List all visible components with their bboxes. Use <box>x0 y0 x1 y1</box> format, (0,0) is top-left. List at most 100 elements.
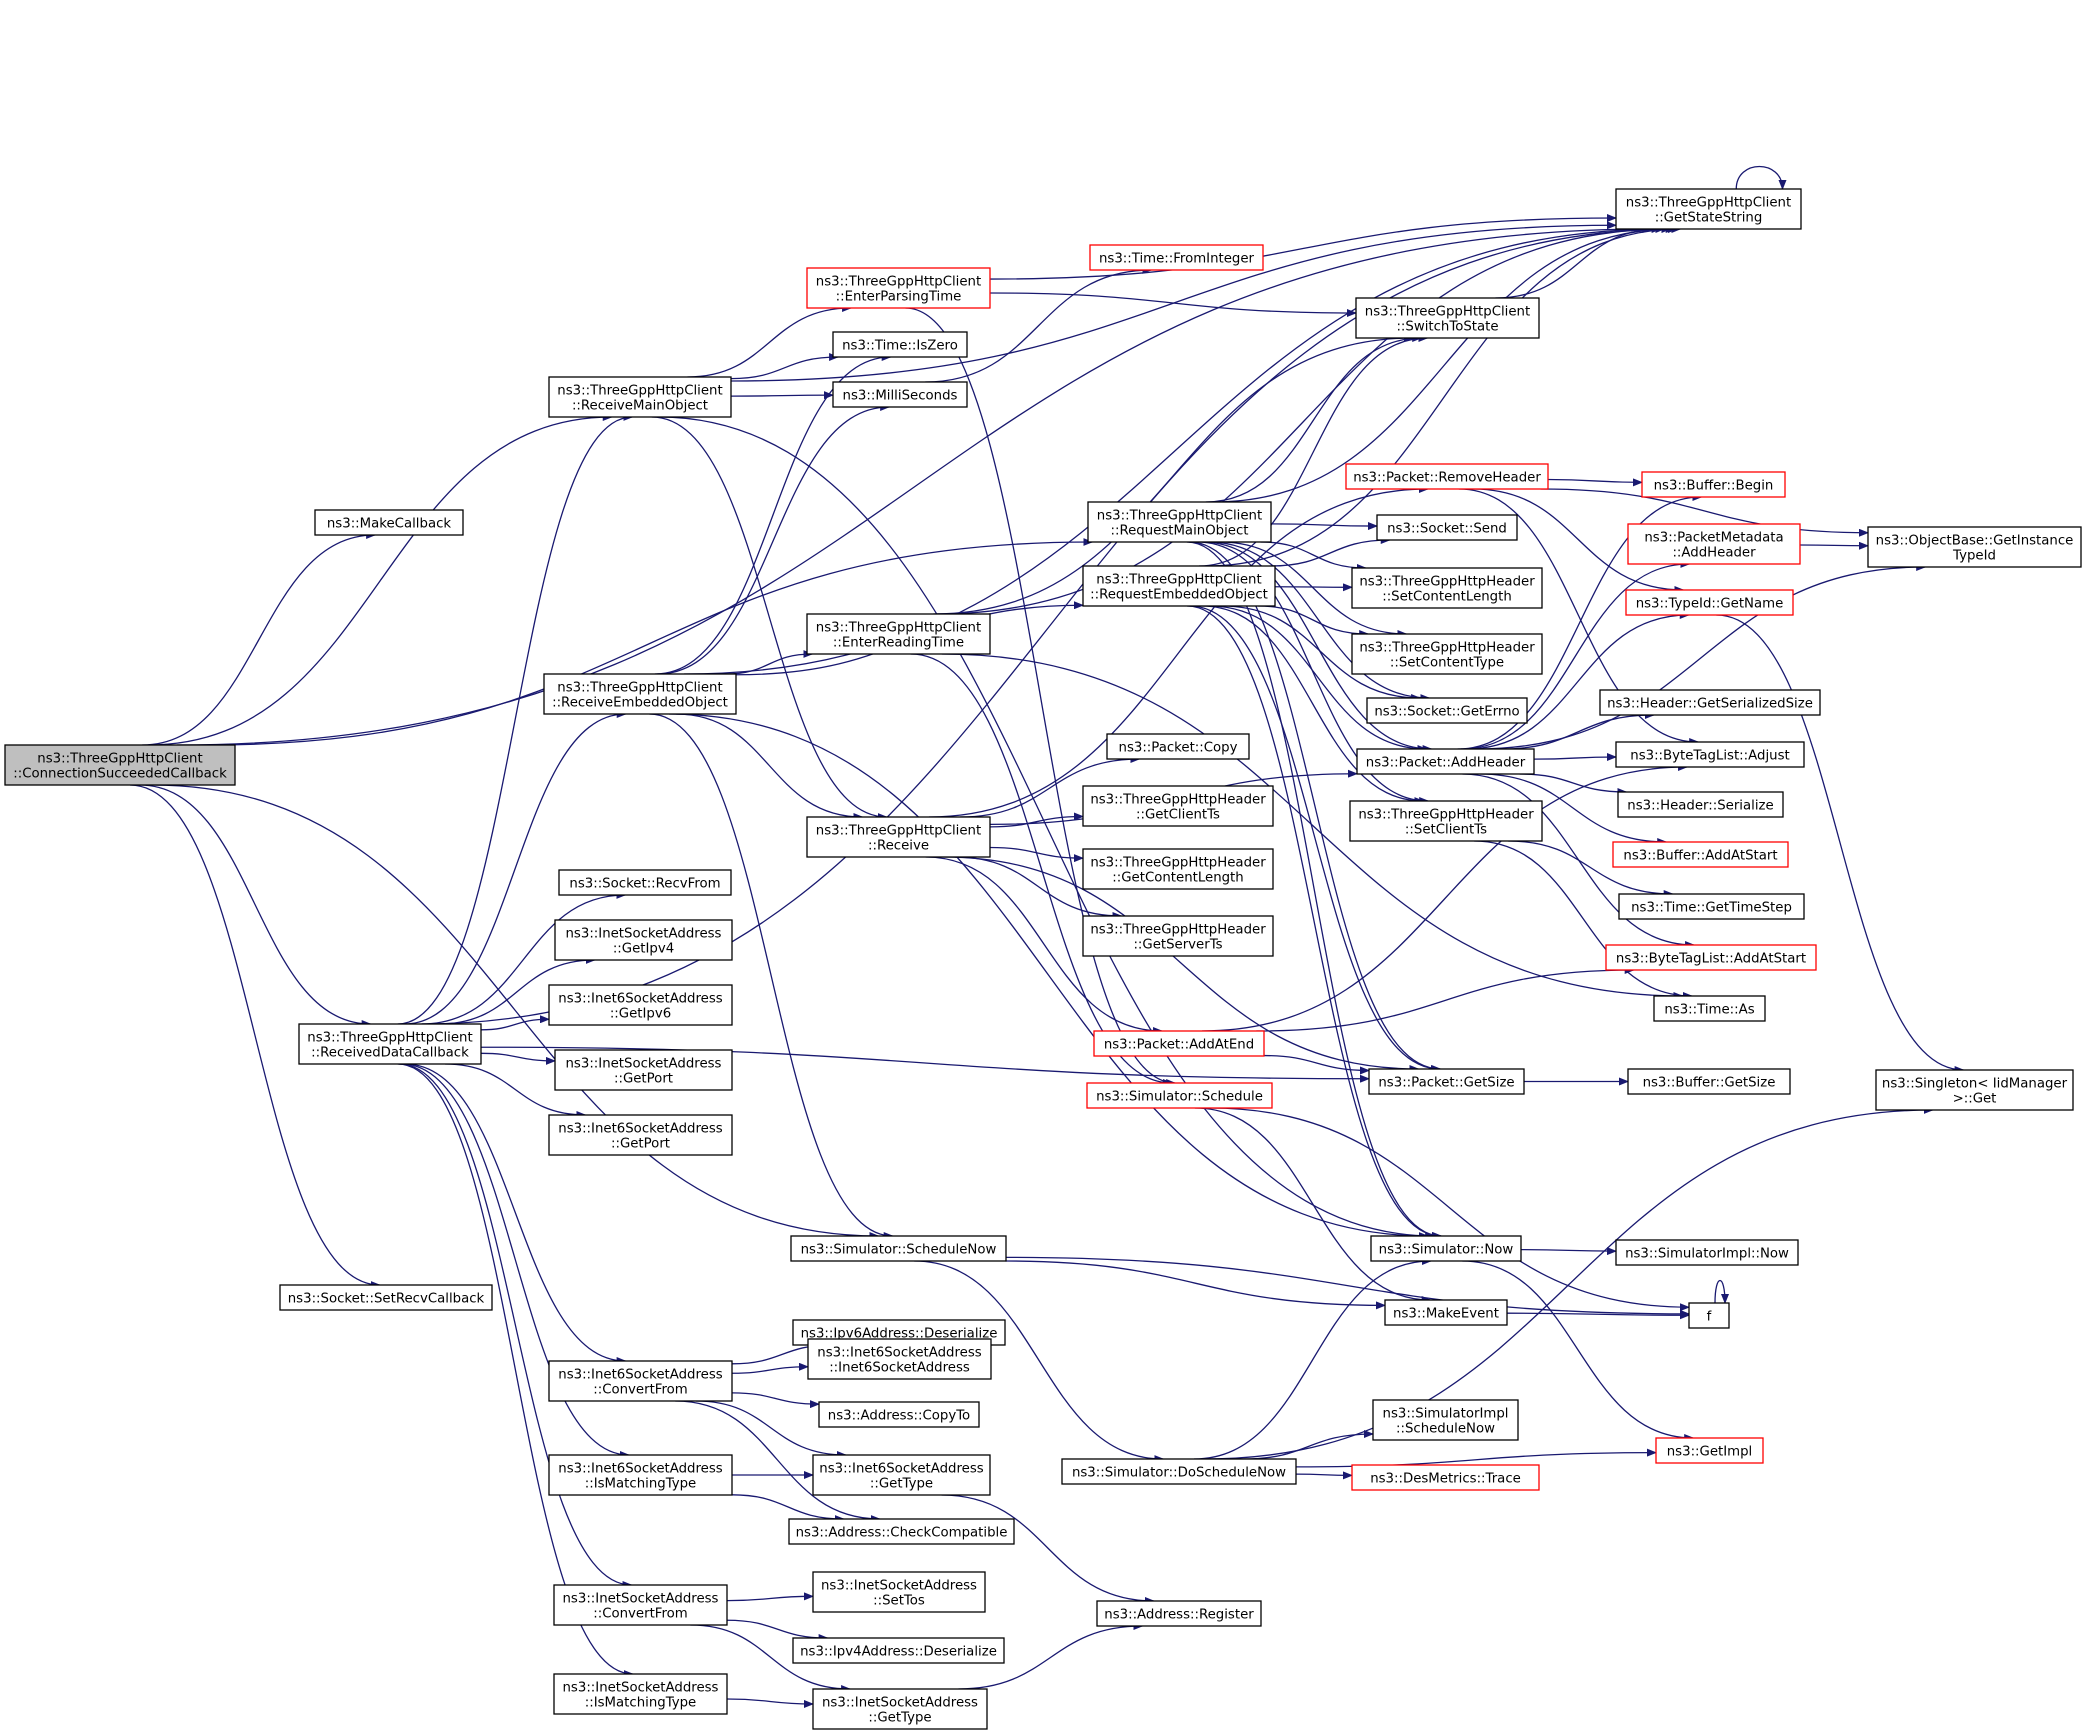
node-typeid-getname[interactable]: ns3::TypeId::GetName <box>1625 589 1794 616</box>
node-f[interactable]: f <box>1688 1302 1730 1329</box>
node-schedulenow[interactable]: ns3::Simulator::ScheduleNow <box>790 1235 1007 1262</box>
node-label: ns3::Time::As <box>1664 1003 1754 1018</box>
node-address-register[interactable]: ns3::Address::Register <box>1096 1600 1262 1627</box>
node-hdr-setcontentlength[interactable]: ns3::ThreeGppHttpHeader::SetContentLengt… <box>1351 567 1543 609</box>
node-address-checkcompat[interactable]: ns3::Address::CheckCompatible <box>788 1518 1015 1545</box>
edge-schedulenow-to-makeevent <box>1005 1260 1386 1310</box>
node-hdr-setcontenttype[interactable]: ns3::ThreeGppHttpHeader::SetContentType <box>1351 633 1543 675</box>
node-bytetaglist-adjust[interactable]: ns3::ByteTagList::Adjust <box>1615 741 1805 768</box>
node-desmetrics-trace[interactable]: ns3::DesMetrics::Trace <box>1351 1464 1540 1491</box>
node-box <box>788 1518 1015 1545</box>
node-receiveembedded[interactable]: ns3::ThreeGppHttpClient::ReceiveEmbedded… <box>543 673 737 715</box>
node-makecallback[interactable]: ns3::MakeCallback <box>314 509 464 536</box>
node-simimpl-schedulenow[interactable]: ns3::SimulatorImpl::ScheduleNow <box>1372 1399 1519 1441</box>
node-time-frominteger[interactable]: ns3::Time::FromInteger <box>1089 244 1264 271</box>
node-enterreading[interactable]: ns3::ThreeGppHttpClient::EnterReadingTim… <box>806 613 991 655</box>
node-label: ::ReceiveMainObject <box>572 399 708 414</box>
node-inet-getport[interactable]: ns3::InetSocketAddress::GetPort <box>554 1049 733 1091</box>
node-socket-send[interactable]: ns3::Socket::Send <box>1376 514 1518 541</box>
node-box <box>1618 893 1805 920</box>
node-packet-copy[interactable]: ns3::Packet::Copy <box>1106 733 1250 760</box>
node-bytetaglist-addatstart[interactable]: ns3::ByteTagList::AddAtStart <box>1605 944 1817 971</box>
node-switchtostate[interactable]: ns3::ThreeGppHttpClient::SwitchToState <box>1355 297 1540 339</box>
node-getstatestring[interactable]: ns3::ThreeGppHttpClient::GetStateString <box>1615 188 1802 230</box>
node-inet6-convertfrom[interactable]: ns3::Inet6SocketAddress::ConvertFrom <box>548 1360 733 1402</box>
node-inet-getipv4[interactable]: ns3::InetSocketAddress::GetIpv4 <box>554 919 733 961</box>
node-address-copyto[interactable]: ns3::Address::CopyTo <box>818 1401 980 1428</box>
node-receiveddatacb[interactable]: ns3::ThreeGppHttpClient::ReceivedDataCal… <box>298 1023 482 1065</box>
node-makeevent[interactable]: ns3::MakeEvent <box>1384 1299 1508 1326</box>
node-box <box>279 1284 493 1311</box>
node-box <box>790 1235 1007 1262</box>
node-packet-getsize[interactable]: ns3::Packet::GetSize <box>1368 1068 1525 1095</box>
node-header-getserializedsize[interactable]: ns3::Header::GetSerializedSize <box>1599 689 1821 716</box>
edge-packet-removeheader-to-typeid-getname <box>1473 488 1685 594</box>
node-box <box>1096 1600 1262 1627</box>
node-inet-settos[interactable]: ns3::InetSocketAddress::SetTos <box>812 1571 986 1613</box>
node-inet-convertfrom[interactable]: ns3::InetSocketAddress::ConvertFrom <box>553 1584 728 1626</box>
edge-receiveddatacb-to-inet-ismatching <box>397 1063 634 1678</box>
node-label: ns3::ThreeGppHttpClient <box>816 824 981 839</box>
node-hdr-setclientts[interactable]: ns3::ThreeGppHttpHeader::SetClientTs <box>1349 800 1543 842</box>
node-receive[interactable]: ns3::ThreeGppHttpClient::Receive <box>806 816 991 858</box>
node-inet-gettype[interactable]: ns3::InetSocketAddress::GetType <box>812 1688 988 1730</box>
node-packet-removeheader[interactable]: ns3::Packet::RemoveHeader <box>1345 463 1549 490</box>
node-buffer-addatstart[interactable]: ns3::Buffer::AddAtStart <box>1612 841 1789 868</box>
node-socket-geterrno[interactable]: ns3::Socket::GetErrno <box>1366 697 1528 724</box>
node-label: ns3::Address::Register <box>1104 1608 1254 1623</box>
node-label: ::ConvertFrom <box>593 1607 687 1622</box>
node-time-gettimestep[interactable]: ns3::Time::GetTimeStep <box>1618 893 1805 920</box>
node-time-as[interactable]: ns3::Time::As <box>1653 995 1766 1022</box>
node-doschedulenow[interactable]: ns3::Simulator::DoScheduleNow <box>1061 1458 1297 1485</box>
node-milliseconds[interactable]: ns3::MilliSeconds <box>832 381 968 408</box>
node-singleton-get[interactable]: ns3::Singleton< IidManager >::Get <box>1875 1069 2074 1111</box>
node-label: ::GetType <box>870 1477 933 1492</box>
node-receivemainobject[interactable]: ns3::ThreeGppHttpClient::ReceiveMainObje… <box>548 376 732 418</box>
node-box <box>553 1673 728 1715</box>
node-packet-addatend[interactable]: ns3::Packet::AddAtEnd <box>1093 1030 1265 1057</box>
node-label: ns3::Inet6SocketAddress <box>819 1462 984 1477</box>
node-time-iszero[interactable]: ns3::Time::IsZero <box>832 331 968 358</box>
edge-enterreading-to-time-as <box>941 653 1684 1000</box>
node-simimpl-now[interactable]: ns3::SimulatorImpl::Now <box>1615 1239 1799 1266</box>
node-inet6-gettype[interactable]: ns3::Inet6SocketAddress::GetType <box>812 1454 991 1496</box>
node-requestembedded[interactable]: ns3::ThreeGppHttpClient::RequestEmbedded… <box>1082 565 1276 607</box>
edge-receiveembedded-to-schedulenow <box>649 713 894 1240</box>
node-label: ns3::ThreeGppHttpClient <box>1365 305 1530 320</box>
node-buffer-begin[interactable]: ns3::Buffer::Begin <box>1641 471 1786 498</box>
node-inet6-ctor[interactable]: ns3::Inet6SocketAddress::Inet6SocketAddr… <box>807 1338 992 1380</box>
edge-packet-addatend-to-bytetaglist-addatstart <box>1256 966 1635 1032</box>
node-hdr-getserverts[interactable]: ns3::ThreeGppHttpHeader::GetServerTs <box>1082 915 1274 957</box>
node-label: ns3::MilliSeconds <box>843 389 958 404</box>
node-inet6-getipv6[interactable]: ns3::Inet6SocketAddress::GetIpv6 <box>548 984 733 1026</box>
node-root[interactable]: ns3::ThreeGppHttpClient::ConnectionSucce… <box>4 744 236 786</box>
node-packet-addheader[interactable]: ns3::Packet::AddHeader <box>1356 748 1535 775</box>
node-requestmain[interactable]: ns3::ThreeGppHttpClient::RequestMainObje… <box>1087 501 1272 543</box>
node-hdr-getcontentlength[interactable]: ns3::ThreeGppHttpHeader::GetContentLengt… <box>1082 848 1274 890</box>
node-pktmeta-addheader[interactable]: ns3::PacketMetadata::AddHeader <box>1627 523 1801 565</box>
node-getimpl[interactable]: ns3::GetImpl <box>1655 1437 1764 1464</box>
edge-receiveddatacb-to-inet-getport <box>480 1052 556 1065</box>
node-inet6-getport[interactable]: ns3::Inet6SocketAddress::GetPort <box>548 1114 733 1156</box>
node-inet-ismatching[interactable]: ns3::InetSocketAddress::IsMatchingType <box>553 1673 728 1715</box>
edge-inet-convertfrom-to-inet-gettype <box>690 1624 852 1693</box>
node-sim-now[interactable]: ns3::Simulator::Now <box>1370 1235 1522 1262</box>
node-box <box>1615 741 1805 768</box>
edge-root-to-makecallback <box>142 531 377 746</box>
edge-packet-addheader-to-header-getserializedsize <box>1501 711 1655 750</box>
node-ipv4-deserialize[interactable]: ns3::Ipv4Address::Deserialize <box>792 1637 1005 1664</box>
edge-receiveddatacb-to-receiveembedded <box>404 710 627 1025</box>
edge-receive-to-packet-addatend <box>925 856 1164 1035</box>
node-recvfrom[interactable]: ns3::Socket::RecvFrom <box>558 869 732 896</box>
node-label: ns3::Socket::Send <box>1387 522 1507 537</box>
node-hdr-getclientts[interactable]: ns3::ThreeGppHttpHeader::GetClientTs <box>1082 785 1274 827</box>
node-label: ns3::MakeCallback <box>327 517 452 532</box>
node-sim-schedule[interactable]: ns3::Simulator::Schedule <box>1086 1082 1273 1109</box>
node-buffer-getsize[interactable]: ns3::Buffer::GetSize <box>1627 1068 1791 1095</box>
edge-root-to-receiveddatacb <box>139 784 372 1028</box>
node-enterparsing[interactable]: ns3::ThreeGppHttpClient::EnterParsingTim… <box>806 267 991 309</box>
node-inet6-ismatching[interactable]: ns3::Inet6SocketAddress::IsMatchingType <box>548 1454 733 1496</box>
node-header-serialize[interactable]: ns3::Header::Serialize <box>1617 791 1784 818</box>
node-setrecvcallback[interactable]: ns3::Socket::SetRecvCallback <box>279 1284 493 1311</box>
